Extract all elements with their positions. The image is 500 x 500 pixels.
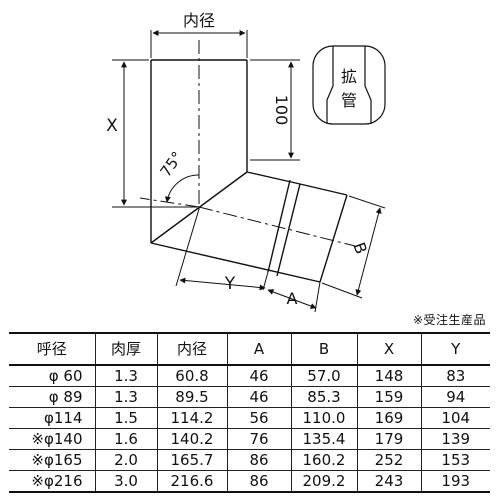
- made-to-order-note: ※受注生産品: [412, 313, 486, 327]
- b-dimension: [321, 195, 386, 299]
- straight-length-label: 100: [272, 95, 291, 126]
- y-label: Y: [224, 274, 236, 294]
- table-row: φ 89 1.3 89.5 46 85.3 159 94: [9, 386, 490, 408]
- angle-label: 75°: [157, 148, 187, 180]
- cell-thickness: 1.3: [94, 386, 158, 408]
- header-a: A: [226, 332, 292, 366]
- elbow-pipe-diagram: 内径 100 X 75° Y A B 拡 管: [106, 11, 386, 313]
- cell-a: 46: [226, 386, 292, 408]
- cell-b: 110.0: [290, 407, 358, 429]
- angle-arc: [164, 174, 200, 203]
- a-label: A: [287, 289, 298, 308]
- cell-y: 139: [420, 428, 490, 450]
- header-thickness: 肉厚: [94, 332, 158, 366]
- cell-x: 169: [356, 407, 422, 429]
- cell-x: 159: [356, 386, 422, 408]
- x-dimension: [112, 59, 197, 208]
- table-row: φ 60 1.3 60.8 46 57.0 148 83: [9, 364, 490, 387]
- cell-size: ※φ165: [9, 449, 96, 471]
- cell-a: 86: [226, 449, 292, 471]
- cell-size: φ 89: [9, 386, 96, 408]
- cell-b: 85.3: [290, 386, 358, 408]
- header-size: 呼径: [9, 332, 96, 366]
- inner-diameter-label: 内径: [183, 11, 215, 30]
- table-row: ※φ216 3.0 216.6 86 209.2 243 193: [9, 470, 490, 493]
- header-x: X: [356, 332, 422, 366]
- cell-y: 94: [420, 386, 490, 408]
- a-dimension: [267, 281, 321, 313]
- cell-b: 57.0: [290, 364, 358, 387]
- cell-inner: 165.7: [156, 449, 228, 471]
- cell-y: 193: [420, 470, 490, 493]
- cell-thickness: 2.0: [94, 449, 158, 471]
- socket-label-1: 拡: [341, 67, 357, 86]
- cell-thickness: 3.0: [94, 470, 158, 493]
- cell-y: 104: [420, 407, 490, 429]
- cell-x: 252: [356, 449, 422, 471]
- cell-size: φ114: [9, 407, 96, 429]
- cell-y: 153: [420, 449, 490, 471]
- cell-thickness: 1.3: [94, 364, 158, 387]
- table-row: φ114 1.5 114.2 56 110.0 169 104: [9, 407, 490, 429]
- cell-size: ※φ216: [9, 470, 96, 493]
- table-row: ※φ165 2.0 165.7 86 160.2 252 153: [9, 449, 490, 471]
- header-y: Y: [420, 332, 490, 366]
- cell-inner: 216.6: [156, 470, 228, 493]
- cell-a: 76: [226, 428, 292, 450]
- cell-inner: 140.2: [156, 428, 228, 450]
- cell-size: ※φ140: [9, 428, 96, 450]
- cell-b: 160.2: [290, 449, 358, 471]
- cell-x: 179: [356, 428, 422, 450]
- x-label: X: [106, 116, 118, 136]
- cell-x: 243: [356, 470, 422, 493]
- table-row: ※φ140 1.6 140.2 76 135.4 179 139: [9, 428, 490, 450]
- socket-label-2: 管: [341, 91, 357, 110]
- pipe-outline: [150, 59, 348, 283]
- cell-thickness: 1.6: [94, 428, 158, 450]
- cell-b: 209.2: [290, 470, 358, 493]
- cell-thickness: 1.5: [94, 407, 158, 429]
- inner-diameter-dimension: [150, 30, 248, 58]
- cell-inner: 60.8: [156, 364, 228, 387]
- cell-size: φ 60: [9, 364, 96, 387]
- spec-table: 呼径 肉厚 内径 A B X Y φ 60 1.3 60.8 46 57.0 1…: [9, 332, 490, 493]
- header-inner-diameter: 内径: [156, 332, 228, 366]
- header-b: B: [290, 332, 358, 366]
- cell-y: 83: [420, 364, 490, 387]
- cell-a: 86: [226, 470, 292, 493]
- socket-detail: [312, 45, 386, 125]
- cell-inner: 89.5: [156, 386, 228, 408]
- table-header-row: 呼径 肉厚 内径 A B X Y: [9, 332, 490, 366]
- y-dimension: [175, 208, 269, 291]
- cell-x: 148: [356, 364, 422, 387]
- straight-length-dimension: [250, 59, 300, 161]
- cell-b: 135.4: [290, 428, 358, 450]
- cell-a: 56: [226, 407, 292, 429]
- cell-inner: 114.2: [156, 407, 228, 429]
- cell-a: 46: [226, 364, 292, 387]
